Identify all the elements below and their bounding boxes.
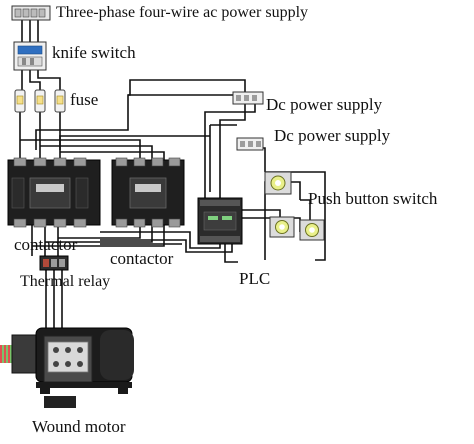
power-supply-terminal-icon [11, 5, 51, 21]
push-button-icon [264, 171, 292, 195]
contactor-1-label: contactor [14, 235, 78, 254]
knife-switch-label: knife switch [52, 43, 136, 62]
push-button-icons [264, 171, 325, 241]
fuse-icon [54, 89, 66, 113]
dc-power-supply-2-label: Dc power supply [274, 126, 391, 145]
power-supply-label: Three-phase four-wire ac power supply [56, 4, 309, 21]
thermal-relay-label: Thermal relay [20, 273, 111, 290]
contactor-1-icon [7, 157, 101, 228]
fuse-icon [34, 89, 46, 113]
push-button-icon [269, 216, 295, 238]
wound-motor-icon [0, 327, 134, 408]
push-button-switch-label: Push button switch [308, 189, 438, 208]
wound-motor-label: Wound motor [32, 417, 126, 436]
fuse-icons [14, 89, 66, 113]
plc-label: PLC [239, 269, 271, 288]
dc-power-supply-1-label: Dc power supply [266, 95, 383, 114]
push-button-icon [299, 219, 325, 241]
knife-switch-icon [13, 41, 47, 71]
dc-power-supply-1-icon [232, 91, 264, 105]
contactor-2-icon [111, 157, 185, 228]
fuse-icon [14, 89, 26, 113]
plc-icon [197, 197, 243, 245]
thermal-relay-icon [39, 255, 69, 271]
fuse-label: fuse [70, 90, 99, 109]
contactor-2-label: contactor [110, 249, 174, 268]
dc-power-supply-2-icon [236, 137, 264, 151]
